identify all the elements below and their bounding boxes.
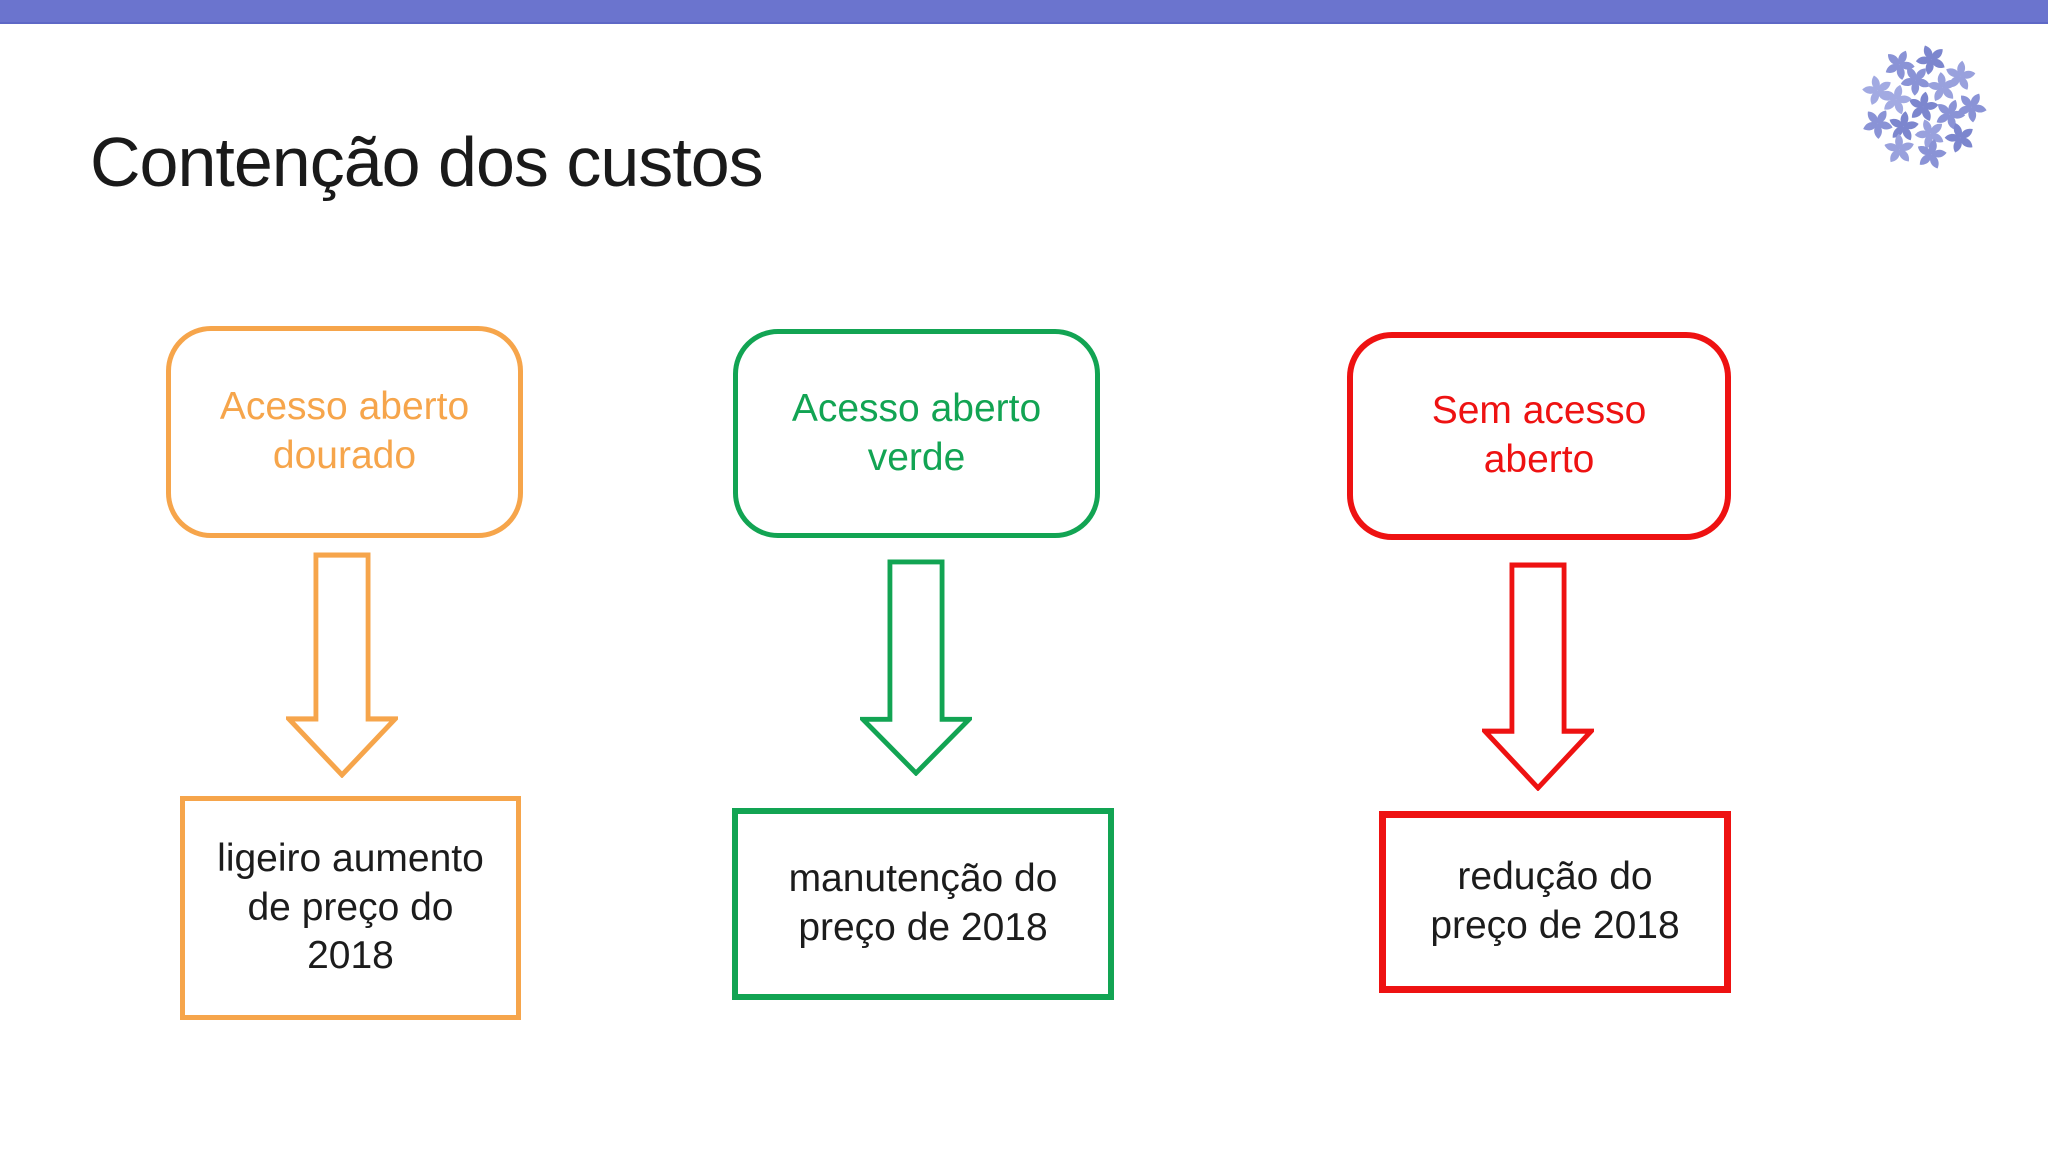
box-label-line: Acesso aberto bbox=[219, 385, 470, 429]
box-label-line: de preço do bbox=[247, 885, 454, 929]
box-label-line: dourado bbox=[272, 434, 417, 477]
box-label-line: Acesso aberto bbox=[791, 386, 1042, 430]
box-label-line: manutenção do bbox=[788, 857, 1058, 901]
green-outcome-box: manutenção do preço de 2018 bbox=[732, 808, 1114, 1000]
down-arrow-icon bbox=[860, 559, 972, 776]
gold-outcome-box: ligeiro aumento de preço do 2018 bbox=[180, 796, 521, 1020]
box-label-line: preço de 2018 bbox=[1430, 904, 1680, 947]
down-arrow-icon bbox=[286, 552, 398, 778]
slide-title: Contenção dos custos bbox=[90, 123, 764, 201]
box-label-line: 2018 bbox=[307, 934, 394, 978]
box-label-line: preço de 2018 bbox=[798, 906, 1048, 949]
red-outcome-box: redução do preço de 2018 bbox=[1379, 811, 1731, 993]
green-open-access-box: Acesso aberto verde bbox=[733, 329, 1100, 538]
box-label-line: Sem acesso bbox=[1431, 389, 1647, 433]
box-label-line: aberto bbox=[1483, 438, 1595, 481]
no-open-access-box: Sem acesso aberto bbox=[1347, 332, 1731, 540]
gold-open-access-box: Acesso aberto dourado bbox=[166, 326, 523, 538]
box-label-line: ligeiro aumento bbox=[217, 836, 484, 880]
down-arrow-icon bbox=[1482, 562, 1594, 791]
box-label-line: verde bbox=[867, 435, 966, 479]
slide-top-bar bbox=[0, 0, 2048, 24]
flower-cluster-logo-icon bbox=[1856, 37, 1993, 174]
box-label-line: redução do bbox=[1457, 855, 1653, 899]
